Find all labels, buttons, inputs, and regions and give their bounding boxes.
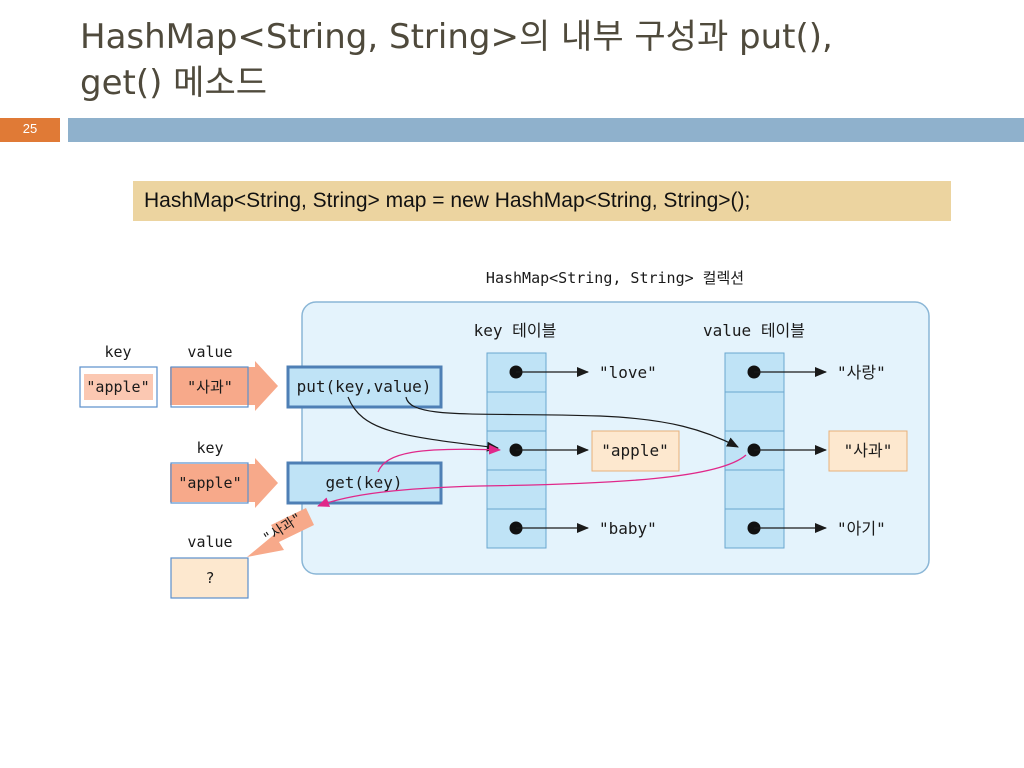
slide-number: 25 [0,118,60,142]
value-entry-sarang: "사랑" [837,363,886,382]
value-entry-sagwa: "사과" [844,441,893,460]
put-key-highlight [84,374,153,400]
put-key-value: "apple" [86,378,149,396]
get-value-return-arrow [317,454,747,507]
put-input-arrow [170,361,278,411]
key-table-label: key 테이블 [474,321,557,340]
result-value-label: value [187,533,232,551]
collection-caption: HashMap<String, String> 컬렉션 [486,269,744,287]
put-key-flow-arrow [347,396,499,452]
key-entry-apple: "apple" [601,441,668,460]
put-method-box [286,365,443,409]
result-value: ? [205,569,214,587]
put-value-box [170,366,249,408]
result-value-box [170,557,249,599]
value-entry-agi: "아기" [837,519,886,538]
key-entry-love: "love" [599,363,657,382]
put-value-flow-arrow [405,396,739,448]
put-key-label: key [104,343,131,361]
get-key-value: "apple" [178,474,241,492]
code-statement: HashMap<String, String> map = new HashMa… [133,181,951,221]
return-arrow-shape [247,508,314,557]
get-key-box [170,462,249,504]
slide-title-line2: get() 메소드 [80,63,268,103]
get-input-arrow [170,458,278,508]
key-entry-baby: "baby" [599,519,657,538]
value-table-label: value 테이블 [703,321,805,340]
key-entry-apple-box [591,430,680,472]
value-entry-sagwa-box [828,430,908,472]
slide-title-line1: HashMap<String, String>의 내부 구성과 put(), [80,17,833,57]
title-divider-bar [68,118,1024,142]
slide-title: HashMap<String, String>의 내부 구성과 put(), g… [80,14,1000,106]
put-value-value: "사과" [187,378,233,396]
put-method-label: put(key,value) [297,377,432,396]
get-method-label: get(key) [325,473,402,492]
get-method-box [286,461,443,505]
get-key-label: key [196,439,223,457]
put-value-label: value [187,343,232,361]
get-key-lookup-arrow [377,444,501,473]
